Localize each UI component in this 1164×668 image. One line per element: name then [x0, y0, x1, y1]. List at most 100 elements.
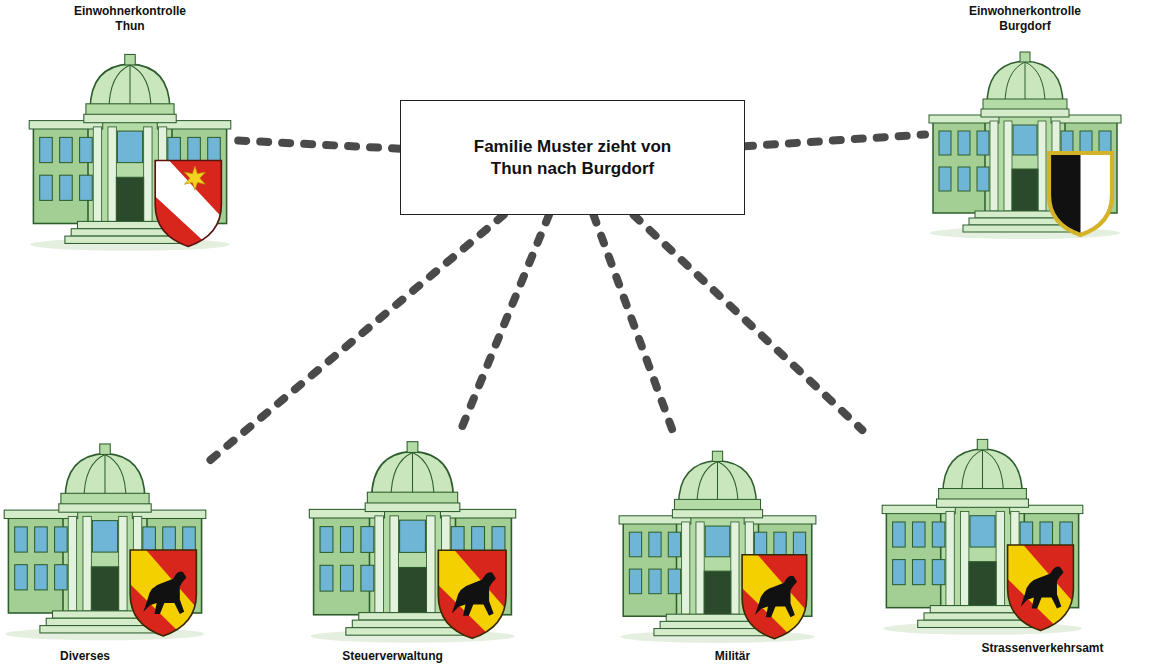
window [60, 175, 73, 200]
building-label: Strassenverkehrsamt [943, 641, 1143, 656]
shield-outline [742, 555, 807, 639]
building-label: Militär [638, 649, 828, 664]
window [15, 565, 28, 590]
window [649, 569, 661, 594]
window [774, 532, 786, 557]
window [668, 569, 680, 594]
cupola [1020, 52, 1030, 62]
cornice [59, 504, 151, 512]
window [932, 560, 945, 585]
dome [65, 453, 145, 499]
door [704, 571, 731, 616]
text-box: Familie Muster zieht von Thun nach Burgd… [400, 100, 745, 215]
bear-symbol [755, 576, 797, 617]
building-illustration [305, 432, 520, 647]
window [361, 565, 374, 591]
shield-star [184, 166, 205, 190]
shield-outline [1008, 545, 1074, 631]
window [932, 522, 945, 547]
shield-half [1049, 153, 1081, 237]
footprint-trail [235, 140, 400, 148]
office-building: Einwohnerkontrolle Burgdorf [925, 4, 1125, 252]
window [35, 565, 48, 590]
shield-outline [155, 161, 221, 247]
window [117, 131, 142, 163]
office-building: Strassenverkehrsamt [855, 430, 1110, 656]
window [183, 527, 196, 552]
window [163, 527, 176, 552]
window [340, 527, 353, 553]
office-building: Militär [615, 442, 820, 664]
building-illustration [925, 34, 1125, 252]
window [649, 532, 661, 557]
window [1020, 522, 1033, 547]
column [682, 522, 690, 614]
column [375, 516, 384, 613]
cornice [365, 503, 460, 512]
building-label: Diverses [0, 649, 180, 664]
building-illustration [0, 432, 210, 647]
cupola [407, 442, 418, 453]
column [1004, 121, 1012, 211]
footprint-trail [460, 215, 549, 432]
building-illustration [855, 430, 1110, 639]
window [55, 565, 68, 590]
building-label: Einwohnerkontrolle Thun [68, 4, 193, 34]
shield-outline [130, 550, 196, 636]
cupola [977, 439, 987, 449]
window [939, 167, 951, 191]
window [705, 526, 730, 557]
bear-symbol [143, 572, 186, 614]
cornice [84, 114, 176, 122]
cornice [981, 109, 1069, 117]
door [91, 567, 118, 613]
bear-symbol [1021, 566, 1064, 608]
column [426, 516, 435, 613]
footprint-trail [634, 215, 863, 430]
column [68, 516, 76, 611]
window [168, 137, 181, 162]
window [793, 532, 805, 557]
footprint-trail [745, 135, 925, 147]
shield-outline [1049, 153, 1112, 235]
bear-tongue [1060, 565, 1065, 569]
building-label: Einwohnerkontrolle Burgdorf [963, 4, 1088, 34]
window [80, 175, 93, 200]
window [1013, 125, 1037, 155]
window [80, 137, 93, 162]
column [946, 512, 954, 606]
window [451, 527, 464, 553]
window [912, 560, 925, 585]
shield-band [125, 544, 210, 647]
window [400, 520, 426, 552]
window [1060, 522, 1073, 547]
column [144, 127, 152, 221]
bear-tongue [492, 571, 498, 576]
cupola [125, 54, 136, 64]
cupola [712, 451, 722, 461]
door [399, 567, 427, 614]
bear-tongue [183, 570, 189, 574]
window [15, 527, 28, 552]
column [996, 512, 1004, 606]
column [696, 522, 704, 614]
window [208, 137, 221, 162]
cornice [937, 499, 1029, 507]
door [116, 177, 143, 223]
window [92, 521, 117, 553]
window [958, 167, 970, 191]
window [754, 532, 766, 557]
bear-symbol [452, 572, 496, 615]
window [629, 532, 641, 557]
column [990, 121, 998, 211]
window [939, 131, 951, 155]
dome [90, 64, 170, 110]
column [961, 512, 969, 606]
window [320, 565, 333, 591]
window [668, 532, 680, 557]
dome [679, 460, 757, 505]
column [390, 516, 399, 613]
dome [372, 451, 454, 498]
box-text: Familie Muster zieht von Thun nach Burgd… [473, 136, 673, 180]
dome [943, 449, 1022, 495]
